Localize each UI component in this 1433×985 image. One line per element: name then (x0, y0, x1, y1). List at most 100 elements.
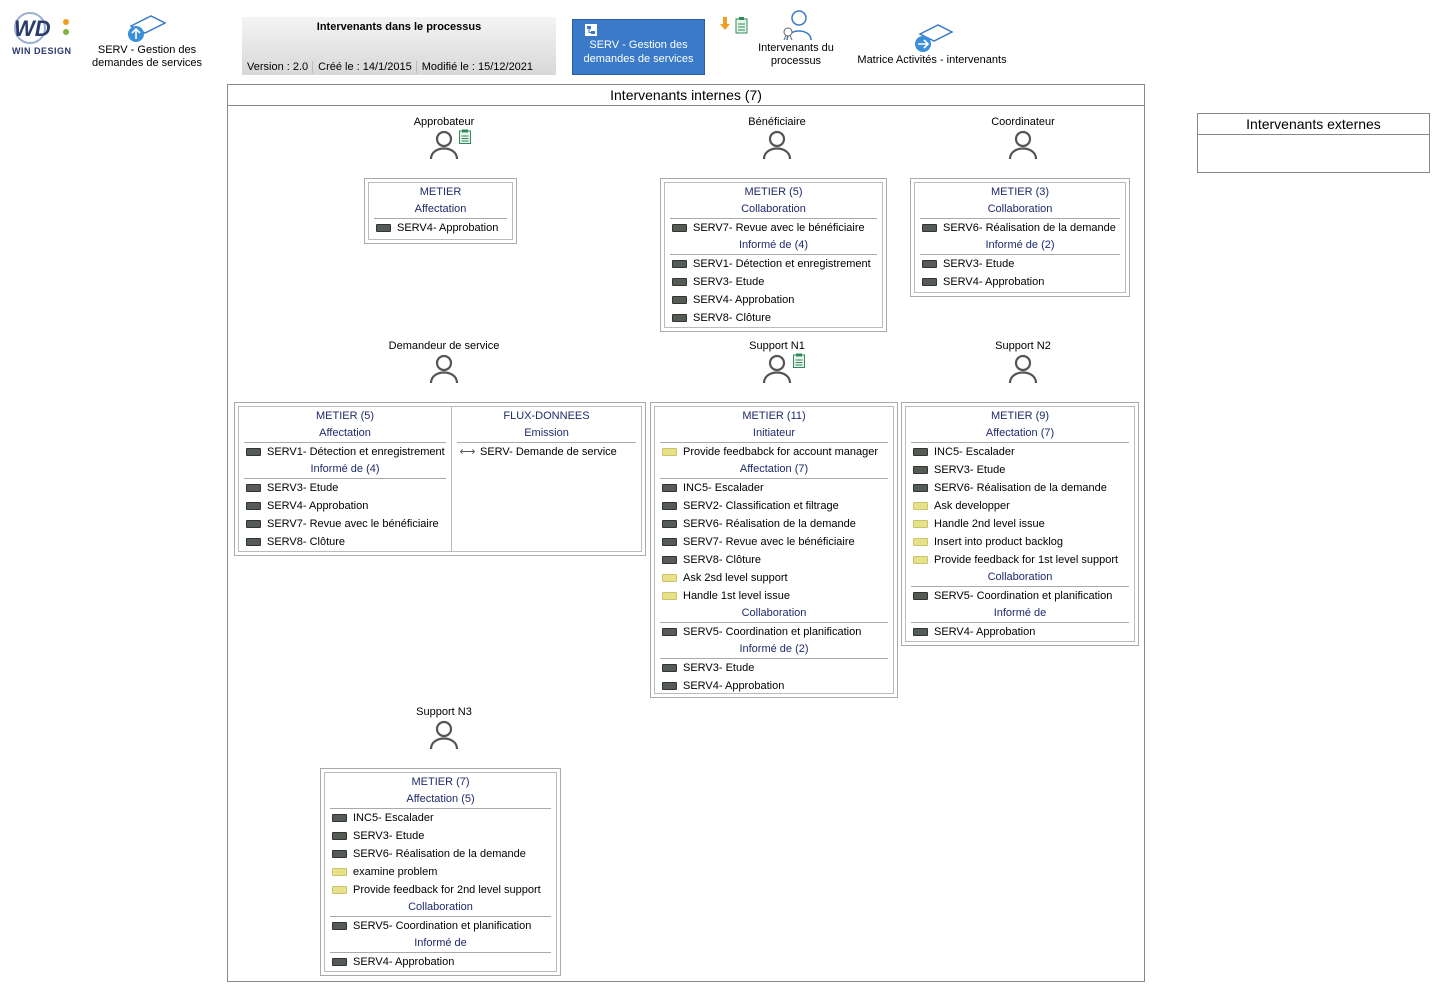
activity-item[interactable]: INC5- Escalader (330, 809, 551, 827)
activity-item[interactable]: INC5- Escalader (911, 443, 1129, 461)
activity-label: SERV4- Approbation (397, 222, 499, 234)
activity-icon (332, 832, 347, 840)
home-process-link[interactable]: SERV - Gestion des demandes de services (88, 14, 206, 70)
activity-item[interactable]: Ask developper (911, 497, 1129, 515)
activity-label: Handle 1st level issue (683, 590, 791, 602)
activity-label: SERV3- Etude (353, 830, 425, 842)
activity-icon (662, 484, 677, 492)
document-icon[interactable] (459, 129, 471, 144)
activity-item[interactable]: SERV6- Réalisation de la demande (330, 845, 551, 863)
activity-label: SERV5- Coordination et planification (934, 590, 1113, 602)
section-title: METIER (5) (315, 410, 375, 422)
activity-item[interactable]: SERV5- Coordination et planification (660, 623, 888, 641)
group-label: Collaboration (330, 899, 551, 917)
flow-arrow-icon: ⟷ (459, 446, 476, 458)
document-icon[interactable] (793, 353, 805, 368)
actor-demandeur[interactable]: Demandeur de service (364, 340, 524, 384)
activity-item[interactable]: Provide feedback for 1st level support (911, 551, 1129, 569)
section-title: FLUX-DONNEES (503, 410, 590, 422)
person-icon (429, 354, 459, 384)
activity-item[interactable]: SERV6- Réalisation de la demande (920, 219, 1120, 237)
activity-item[interactable]: SERV4- Approbation (660, 677, 888, 695)
activity-label: SERV6- Réalisation de la demande (683, 518, 856, 530)
activity-item[interactable]: SERV3- Etude (330, 827, 551, 845)
activity-item[interactable]: SERV4- Approbation (244, 497, 446, 515)
activity-item[interactable]: SERV8- Clôture (660, 551, 888, 569)
activity-icon (246, 448, 261, 456)
activity-item[interactable]: examine problem (330, 863, 551, 881)
activity-item[interactable]: Insert into product backlog (911, 533, 1129, 551)
activity-item[interactable]: Provide feedbabck for account manager (660, 443, 888, 461)
activity-item[interactable]: Provide feedback for 2nd level support (330, 881, 551, 899)
activity-item[interactable]: SERV7- Revue avec le bénéficiaire (670, 219, 877, 237)
activity-item[interactable]: SERV3- Etude (670, 273, 877, 291)
activity-icon (662, 538, 677, 546)
card-support-n2: METIER (9)Affectation (7)INC5- Escalader… (901, 402, 1139, 646)
actor-support-n3[interactable]: Support N3 (364, 706, 524, 750)
task-icon (913, 520, 928, 528)
person-icon (1008, 130, 1038, 160)
task-icon (332, 868, 347, 876)
activity-item[interactable]: Ask 2sd level support (660, 569, 888, 587)
activity-label: SERV7- Revue avec le bénéficiaire (683, 536, 855, 548)
activity-item[interactable]: SERV8- Clôture (670, 309, 877, 327)
group-label: Affectation (7) (660, 461, 888, 479)
activity-item[interactable]: SERV5- Coordination et planification (330, 917, 551, 935)
activity-item[interactable]: SERV4- Approbation (920, 273, 1120, 291)
actor-support-n1[interactable]: Support N1 (697, 340, 857, 384)
task-icon (662, 574, 677, 582)
activity-item[interactable]: SERV4- Approbation (911, 623, 1129, 641)
activity-item[interactable]: INC5- Escalader (660, 479, 888, 497)
activity-label: SERV3- Etude (693, 276, 765, 288)
activity-item[interactable]: SERV7- Revue avec le bénéficiaire (660, 533, 888, 551)
group-label: Collaboration (911, 569, 1129, 587)
activity-label: INC5- Escalader (683, 482, 764, 494)
activity-item[interactable]: SERV3- Etude (920, 255, 1120, 273)
current-process-button[interactable]: SERV - Gestion des demandes de services (572, 19, 705, 75)
card-inner: METIER (9)Affectation (7)INC5- Escalader… (905, 406, 1135, 642)
activity-icon (922, 260, 937, 268)
activity-item[interactable]: Handle 2nd level issue (911, 515, 1129, 533)
activity-icon (376, 224, 391, 232)
diagram-icon (585, 24, 597, 36)
activity-item[interactable]: SERV2- Classification et filtrage (660, 497, 888, 515)
activity-item[interactable]: ⟷ SERV- Demande de service (457, 443, 636, 461)
activity-item[interactable]: SERV5- Coordination et planification (911, 587, 1129, 605)
activity-label: SERV4- Approbation (267, 500, 369, 512)
task-icon (913, 556, 928, 564)
activity-item[interactable]: SERV4- Approbation (374, 219, 507, 237)
group-label: Initiateur (660, 425, 888, 443)
activity-item[interactable]: SERV6- Réalisation de la demande (911, 479, 1129, 497)
export-icons[interactable] (719, 16, 751, 36)
activity-item[interactable]: SERV4- Approbation (670, 291, 877, 309)
matrix-link[interactable]: Matrice Activités - intervenants (854, 22, 1010, 67)
activity-item[interactable]: SERV3- Etude (244, 479, 446, 497)
actors-link[interactable]: Intervenants du processus (756, 8, 836, 68)
activity-item[interactable]: SERV4- Approbation (330, 953, 551, 971)
activity-icon (913, 448, 928, 456)
download-doc-icon (720, 17, 748, 34)
activity-item[interactable]: SERV1- Détection et enregistrement (244, 443, 446, 461)
actor-beneficiaire[interactable]: Bénéficiaire (697, 116, 857, 160)
activity-item[interactable]: SERV3- Etude (660, 659, 888, 677)
activity-item[interactable]: SERV8- Clôture (244, 533, 446, 551)
actor-name: Support N3 (416, 706, 472, 718)
actor-approbateur[interactable]: Approbateur (364, 116, 524, 160)
activity-item[interactable]: Handle 1st level issue (660, 587, 888, 605)
actor-coordinateur[interactable]: Coordinateur (943, 116, 1103, 160)
activity-item[interactable]: SERV6- Réalisation de la demande (660, 515, 888, 533)
activity-label: SERV- Demande de service (480, 446, 617, 458)
activity-item[interactable]: SERV3- Etude (911, 461, 1129, 479)
activity-icon (662, 664, 677, 672)
activity-item[interactable]: SERV7- Revue avec le bénéficiaire (244, 515, 446, 533)
activity-icon (332, 922, 347, 930)
actor-support-n2[interactable]: Support N2 (943, 340, 1103, 384)
process-info-box: Intervenants dans le processus Version :… (242, 17, 556, 75)
activity-item[interactable]: SERV1- Détection et enregistrement (670, 255, 877, 273)
current-process-label: SERV - Gestion des demandes de services (583, 39, 694, 65)
